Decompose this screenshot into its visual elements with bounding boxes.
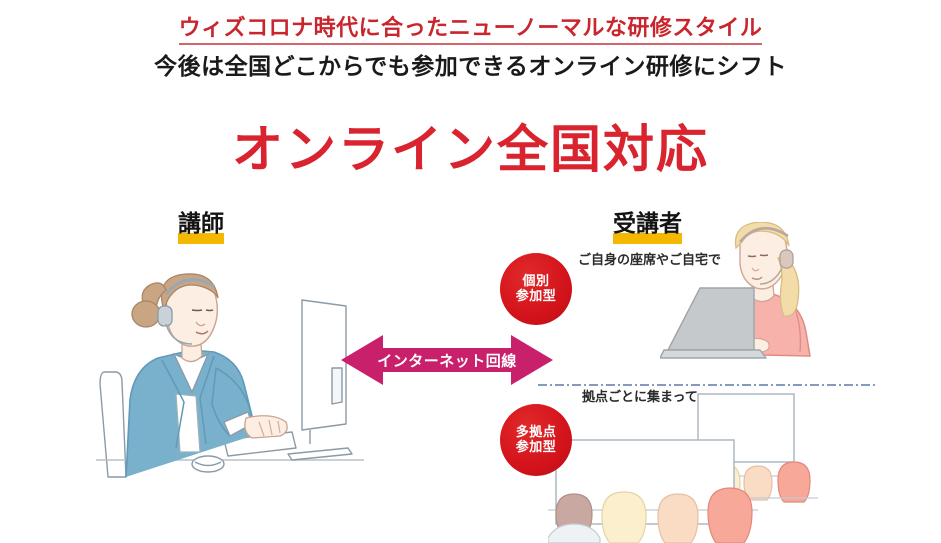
- double-headed-arrow-icon: [341, 335, 553, 385]
- woman-with-headset-at-laptop-icon: [659, 221, 811, 359]
- label-instructor-underline: [178, 233, 224, 244]
- label-participant: 受講者: [613, 204, 682, 245]
- woman-with-headset-at-desktop-computer-icon: [95, 273, 365, 478]
- caption-gather-per-site: 拠点ごとに集まって: [582, 390, 698, 405]
- internet-connection-arrow-label: インターネット回線: [377, 351, 517, 370]
- badge-individual-line1: 個別: [522, 273, 550, 289]
- label-instructor-text: 講師: [178, 211, 224, 237]
- dash-dot-divider-icon: [538, 384, 878, 386]
- headline-secondary: 今後は全国どこからでも参加できるオンライン研修にシフト: [154, 54, 787, 80]
- badge-multisite-line2: 参加型: [515, 440, 557, 455]
- caption-own-seat-or-home: ご自身の座席やご自宅で: [578, 253, 722, 268]
- page-title: オンライン全国対応: [231, 121, 709, 180]
- badge-individual-line2: 参加型: [515, 289, 557, 304]
- label-participant-text: 受講者: [613, 211, 682, 237]
- learner-illustration: [659, 221, 840, 372]
- label-participant-underline: [613, 233, 682, 244]
- audience-groups-facing-screens-icon: [547, 393, 818, 543]
- badge-multisite-participation: 多拠点 参加型: [500, 404, 572, 476]
- badge-multisite-line1: 多拠点: [515, 424, 557, 440]
- headline-primary: ウィズコロナ時代に合ったニューノーマルな研修スタイル: [0, 10, 941, 45]
- instructor-illustration: [95, 272, 365, 504]
- badge-individual-participation: 個別 参加型: [500, 253, 572, 325]
- internet-connection-arrow: インターネット回線: [341, 333, 553, 387]
- dashed-divider: [538, 371, 878, 386]
- label-instructor: 講師: [178, 204, 224, 245]
- rooms-illustration: [547, 392, 941, 543]
- headline-primary-text: ウィズコロナ時代に合ったニューノーマルな研修スタイル: [178, 16, 763, 45]
